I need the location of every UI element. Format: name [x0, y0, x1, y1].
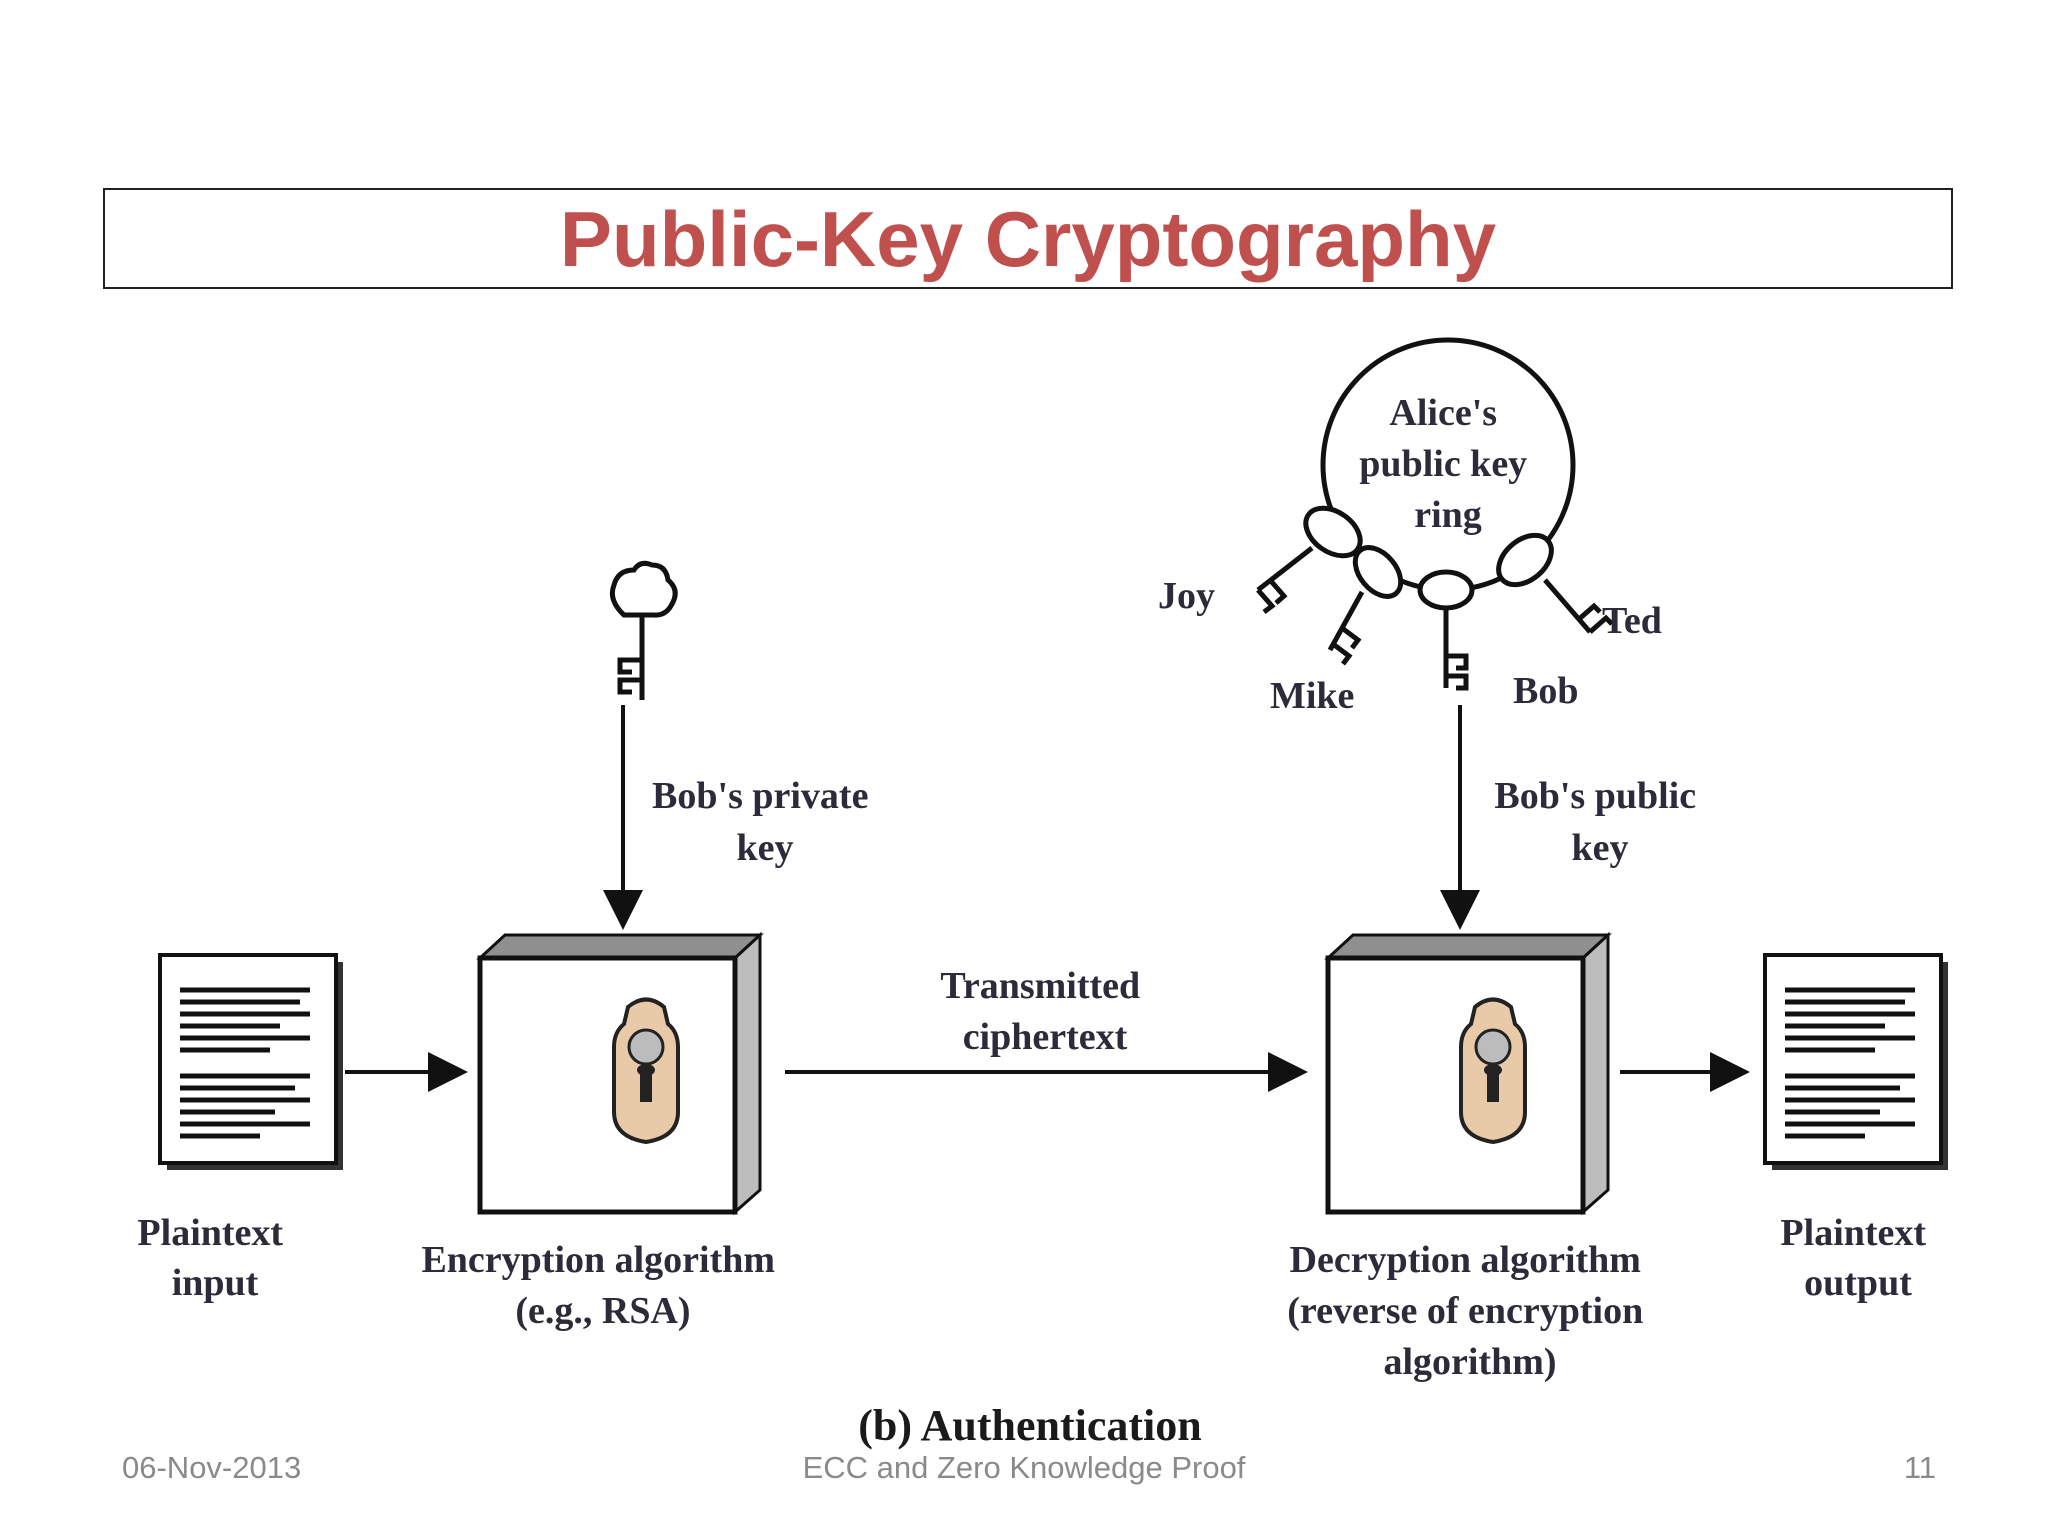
ted-key-label: Ted [1602, 600, 1662, 642]
decryption-algorithm-label: Decryption algorithm (reverse of encrypt… [1287, 1239, 1652, 1383]
transmitted-ciphertext-label: Transmitted ciphertext [940, 965, 1149, 1058]
encryption-lock-icon [612, 997, 680, 1144]
plaintext-output-document-icon [1763, 953, 1948, 1170]
decryption-lock-icon [1459, 997, 1527, 1144]
mike-key-icon [1327, 545, 1404, 666]
plaintext-output-label: Plaintext output [1780, 1212, 1935, 1304]
plaintext-input-label: Plaintext input [137, 1212, 292, 1304]
joy-key-icon [1256, 505, 1363, 614]
bobs-private-key-icon [609, 560, 678, 700]
slide-title: Public-Key Cryptography [559, 194, 1497, 283]
diagram-caption: (b) Authentication [858, 1401, 1201, 1450]
ted-key-icon [1496, 532, 1614, 634]
bobs-public-key-label: Bob's public key [1494, 775, 1705, 869]
footer-title: ECC and Zero Knowledge Proof [802, 1450, 1246, 1485]
bob-key-icon [1417, 569, 1475, 691]
joy-key-label: Joy [1158, 575, 1215, 617]
bobs-private-key-label: Bob's private key [652, 775, 878, 869]
title-box: Public-Key Cryptography [103, 188, 1953, 289]
footer-page-number: 11 [1903, 1450, 1936, 1485]
footer-date: 06-Nov-2013 [122, 1450, 302, 1485]
encryption-algorithm-label: Encryption algorithm (e.g., RSA) [421, 1239, 784, 1332]
plaintext-input-document-icon [158, 953, 343, 1170]
alices-key-ring-label: Alice's public key ring [1359, 392, 1536, 536]
encryption-box [476, 931, 764, 1216]
decryption-box [1324, 931, 1612, 1216]
mike-key-label: Mike [1270, 675, 1354, 717]
bob-key-label: Bob [1513, 670, 1578, 712]
